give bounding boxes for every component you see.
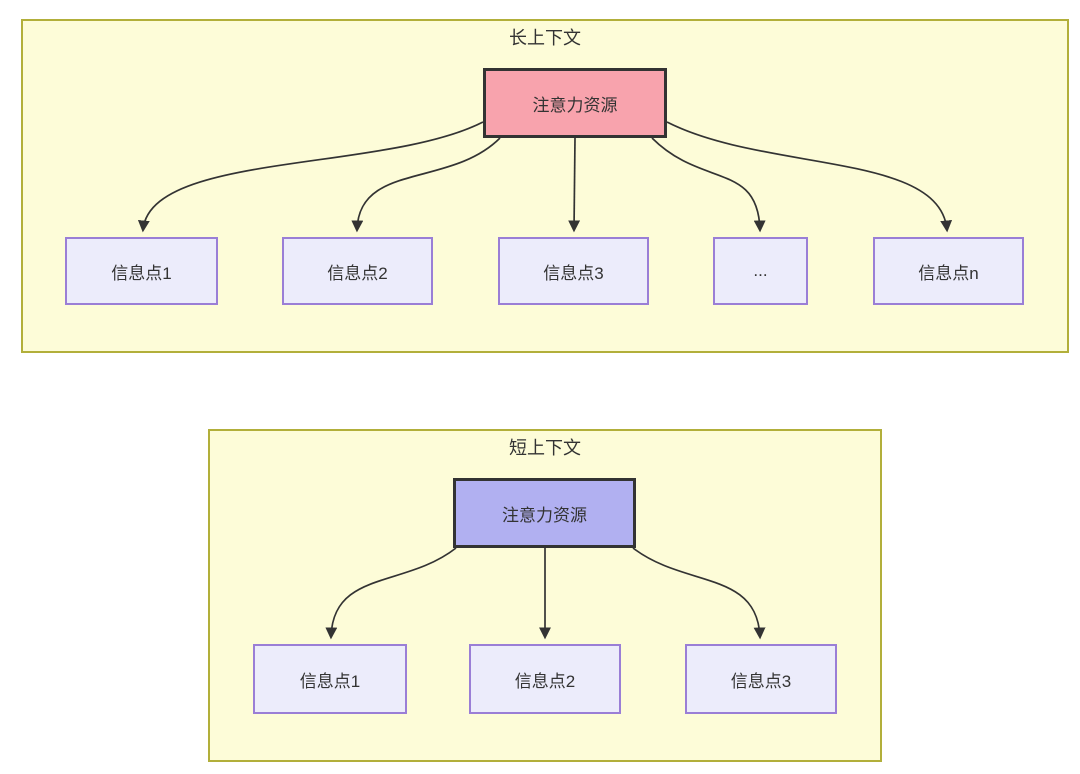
long-context-container: 长上下文 注意力资源 信息点1 信息点2 信息点3 ... 信息点n [21, 19, 1069, 353]
long-info-node-3: 信息点3 [498, 237, 649, 305]
long-context-root: 注意力资源 [483, 68, 667, 138]
long-info-node-2: 信息点2 [282, 237, 433, 305]
short-info-node-3: 信息点3 [685, 644, 837, 714]
long-info-node-1: 信息点1 [65, 237, 218, 305]
long-context-title: 长上下文 [509, 28, 581, 48]
long-info-node-ellipsis: ... [713, 237, 808, 305]
long-info-node-n: 信息点n [873, 237, 1024, 305]
short-context-title: 短上下文 [509, 438, 581, 458]
short-info-node-2: 信息点2 [469, 644, 621, 714]
short-context-container: 短上下文 注意力资源 信息点1 信息点2 信息点3 [208, 429, 882, 762]
short-context-root: 注意力资源 [453, 478, 636, 548]
short-info-node-1: 信息点1 [253, 644, 407, 714]
